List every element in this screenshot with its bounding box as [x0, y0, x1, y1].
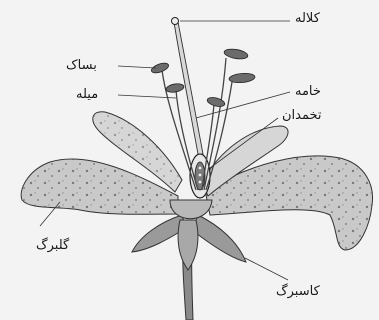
leader-anther — [118, 66, 156, 68]
anther-3 — [223, 47, 248, 60]
stigma-shape — [172, 18, 179, 25]
leader-style — [196, 92, 290, 118]
receptacle — [170, 200, 212, 219]
anther-2 — [165, 82, 184, 93]
label-filament: میله — [76, 87, 98, 103]
sepal-center — [178, 220, 198, 270]
label-sepal: کاسبرگ — [276, 284, 320, 300]
label-style: خامه — [295, 84, 321, 100]
anther-5 — [206, 96, 225, 108]
label-stigma: کلاله — [295, 11, 320, 27]
leader-sepal — [245, 258, 288, 280]
sepal-right — [192, 215, 246, 262]
label-anther: بساک — [66, 58, 97, 74]
label-petal: گلبرگ — [36, 238, 69, 254]
label-ovary: تخمدان — [282, 108, 322, 124]
anther-4 — [229, 72, 256, 83]
